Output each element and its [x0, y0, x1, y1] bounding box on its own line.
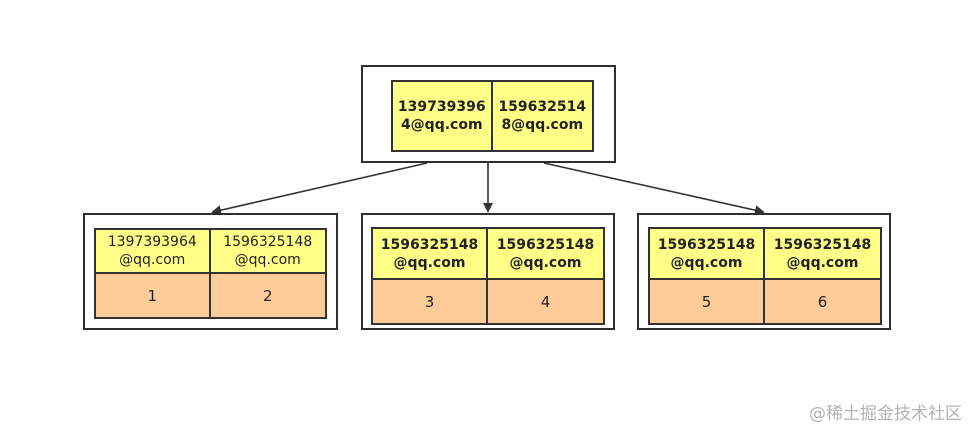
- leaf-1-key-1: 1397393964 @qq.com: [96, 230, 211, 272]
- leaf-node-1: 1397393964 @qq.com 1596325148 @qq.com 1 …: [83, 213, 338, 330]
- leaf-1-value-1: 1: [96, 272, 211, 317]
- leaf-2-value-1: 3: [373, 278, 488, 323]
- leaf-3-value-1: 5: [650, 278, 765, 323]
- leaf-3-key-1: 1596325148 @qq.com: [650, 229, 765, 278]
- leaf-1-table: 1397393964 @qq.com 1596325148 @qq.com 1 …: [94, 228, 327, 319]
- root-key-row: 139739396 4@qq.com 159632514 8@qq.com: [391, 80, 594, 152]
- leaf-2-key-1: 1596325148 @qq.com: [373, 229, 488, 278]
- edge-root-to-leaf-3: [543, 162, 765, 216]
- leaf-3-key-2: 1596325148 @qq.com: [765, 229, 880, 278]
- edge-root-to-leaf-1: [211, 162, 428, 216]
- leaf-node-2: 1596325148 @qq.com 1596325148 @qq.com 3 …: [361, 213, 615, 330]
- leaf-2-key-2: 1596325148 @qq.com: [488, 229, 603, 278]
- leaf-1-key-2: 1596325148 @qq.com: [210, 230, 325, 272]
- root-key-1: 139739396 4@qq.com: [393, 82, 493, 150]
- root-node: 139739396 4@qq.com 159632514 8@qq.com: [361, 65, 616, 163]
- root-key-2: 159632514 8@qq.com: [492, 82, 592, 150]
- leaf-3-value-2: 6: [765, 278, 880, 323]
- leaf-2-value-2: 4: [488, 278, 603, 323]
- watermark-text: @稀土掘金技术社区: [809, 404, 962, 424]
- leaf-node-3: 1596325148 @qq.com 1596325148 @qq.com 5 …: [637, 213, 891, 330]
- leaf-1-value-2: 2: [210, 272, 325, 317]
- leaf-2-table: 1596325148 @qq.com 1596325148 @qq.com 3 …: [371, 227, 605, 325]
- leaf-3-table: 1596325148 @qq.com 1596325148 @qq.com 5 …: [648, 227, 882, 325]
